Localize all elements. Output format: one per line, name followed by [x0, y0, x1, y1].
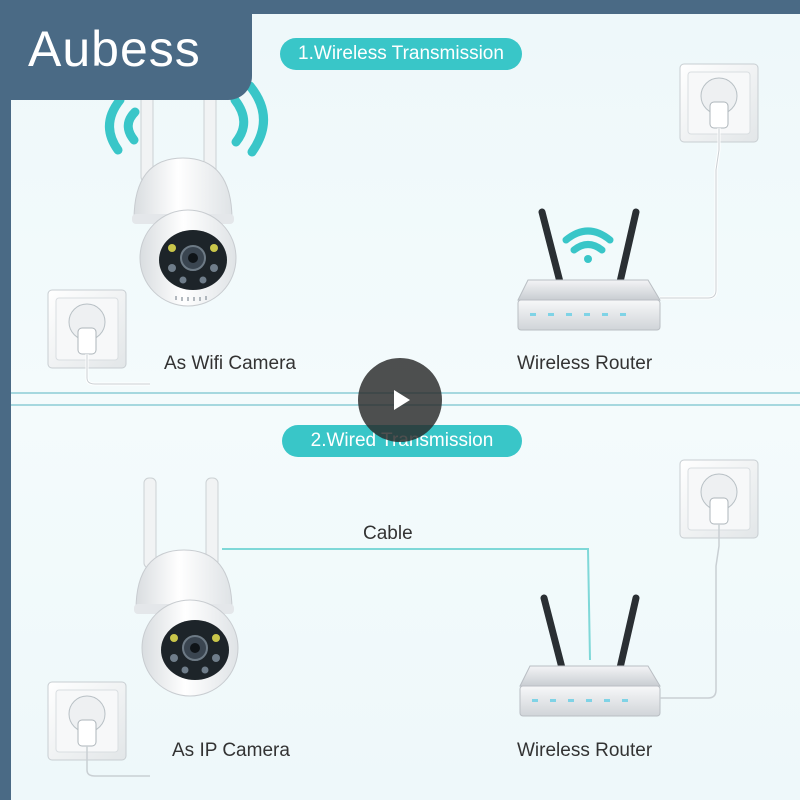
- router-label-1: Wireless Router: [517, 353, 653, 374]
- power-outlet-illustration: [47, 681, 150, 777]
- router-label-2: Wireless Router: [517, 740, 653, 761]
- brand-badge: Aubess: [0, 0, 252, 100]
- brand-name: Aubess: [28, 21, 201, 77]
- cable-label: Cable: [363, 523, 413, 544]
- ip-camera-label: As IP Camera: [172, 740, 290, 761]
- play-icon: [394, 390, 410, 410]
- wifi-camera-illustration: [132, 93, 237, 307]
- power-outlet-illustration: [47, 289, 150, 386]
- wireless-router-illustration: [519, 594, 661, 717]
- power-outlet-illustration: [660, 459, 759, 699]
- power-outlet-illustration: [660, 63, 759, 300]
- ip-camera-illustration: [134, 477, 239, 697]
- wireless-router-illustration: [517, 208, 661, 331]
- router-wifi-signal-icon: [562, 227, 614, 263]
- section-1-title: 1.Wireless Transmission: [280, 38, 522, 70]
- camera-wifi-signal-icon: [105, 81, 268, 157]
- play-button[interactable]: [358, 358, 442, 442]
- ethernet-cable-line: [222, 548, 591, 661]
- wifi-camera-label: As Wifi Camera: [164, 353, 296, 374]
